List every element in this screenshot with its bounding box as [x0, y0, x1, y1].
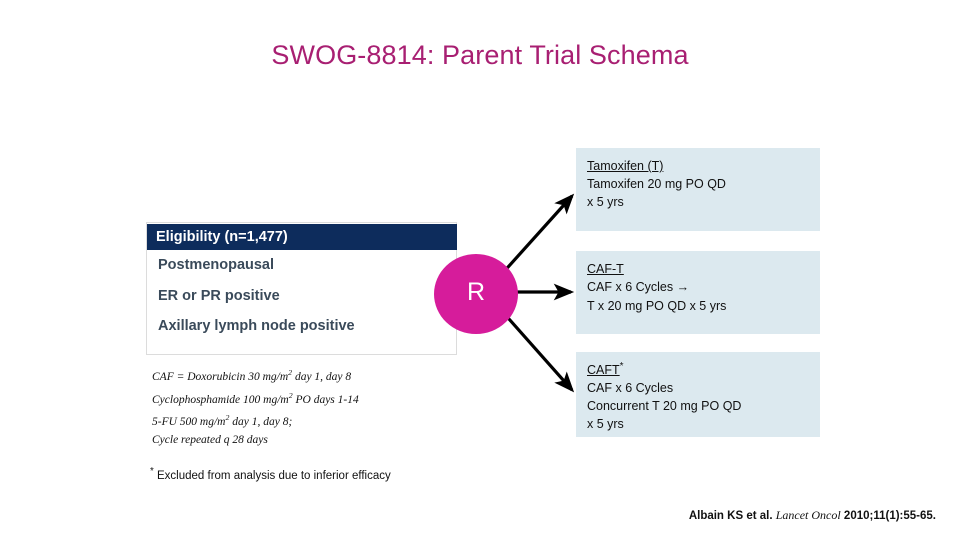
- randomization-node: R: [434, 254, 518, 334]
- regimen-note-text: Cyclophosphamide 100 mg/m: [152, 393, 289, 406]
- citation-journal: Lancet Oncol: [775, 508, 841, 522]
- arm-detail-line: x 5 yrs: [587, 417, 624, 432]
- regimen-note-text: Cycle repeated q 28 days: [152, 434, 268, 446]
- arm-detail-line: T x 20 mg PO QD x 5 yrs: [587, 299, 727, 313]
- footnote-text: Excluded from analysis due to inferior e…: [153, 469, 391, 482]
- arrow-to-caft: [499, 308, 575, 393]
- regimen-note-text: day 1, day 8;: [229, 415, 293, 428]
- arm-title-text: CAFT: [587, 363, 620, 378]
- regimen-note-text: 5-FU 500 mg/m: [152, 415, 226, 428]
- regimen-note-text: day 1, day 8: [292, 370, 352, 383]
- treatment-arm-caf-t: CAF-T CAF x 6 Cycles → T x 20 mg PO QD x…: [576, 251, 820, 334]
- regimen-note-superscript: 2: [288, 368, 293, 377]
- arm-title-text: Tamoxifen (T): [587, 159, 664, 173]
- regimen-note-superscript: 2: [288, 391, 293, 400]
- treatment-arm-tamoxifen: Tamoxifen (T) Tamoxifen 20 mg PO QD x 5 …: [576, 148, 820, 231]
- regimen-note-line: Cycle repeated q 28 days: [152, 434, 268, 446]
- arm-detail-line: CAF x 6 Cycles →: [587, 280, 690, 294]
- arm-detail-line: x 5 yrs: [587, 195, 624, 209]
- regimen-note-line: Cyclophosphamide 100 mg/m2 PO days 1-14: [152, 391, 359, 406]
- regimen-note-superscript: 2: [225, 413, 230, 422]
- eligibility-criterion: Axillary lymph node positive: [158, 318, 355, 334]
- regimen-note-text: PO days 1-14: [292, 393, 359, 406]
- regimen-note-text: CAF = Doxorubicin 30 mg/m: [152, 370, 289, 383]
- arm-detail-line: CAF x 6 Cycles: [587, 381, 674, 396]
- arm-star-marker: *: [619, 361, 624, 372]
- arrow-to-tamoxifen: [498, 193, 575, 278]
- arm-title-text: CAF-T: [587, 262, 624, 276]
- arm-title: Tamoxifen (T): [587, 159, 663, 173]
- arm-title: CAFT*: [587, 361, 624, 377]
- eligibility-criterion: Postmenopausal: [158, 257, 275, 273]
- regimen-note-line: 5-FU 500 mg/m2 day 1, day 8;: [152, 413, 292, 428]
- citation: Albain KS et al. Lancet Oncol 2010;11(1)…: [689, 508, 936, 523]
- footnote-star-marker: *: [150, 466, 154, 477]
- regimen-note-line: CAF = Doxorubicin 30 mg/m2 day 1, day 8: [152, 368, 351, 383]
- arm-title: CAF-T: [587, 262, 624, 276]
- citation-details: 2010;11(1):55-65.: [840, 510, 936, 522]
- arm-detail-line: Concurrent T 20 mg PO QD: [587, 399, 742, 414]
- page-title: SWOG-8814: Parent Trial Schema: [271, 40, 689, 70]
- eligibility-criterion: ER or PR positive: [158, 288, 280, 304]
- randomization-label: R: [466, 278, 486, 306]
- citation-authors: Albain KS et al.: [688, 510, 776, 522]
- eligibility-header: Eligibility (n=1,477): [147, 224, 457, 250]
- excluded-footnote: * Excluded from analysis due to inferior…: [150, 466, 391, 482]
- treatment-arm-caft: CAFT* CAF x 6 Cycles Concurrent T 20 mg …: [576, 352, 820, 437]
- arm-detail-line: Tamoxifen 20 mg PO QD: [587, 177, 726, 191]
